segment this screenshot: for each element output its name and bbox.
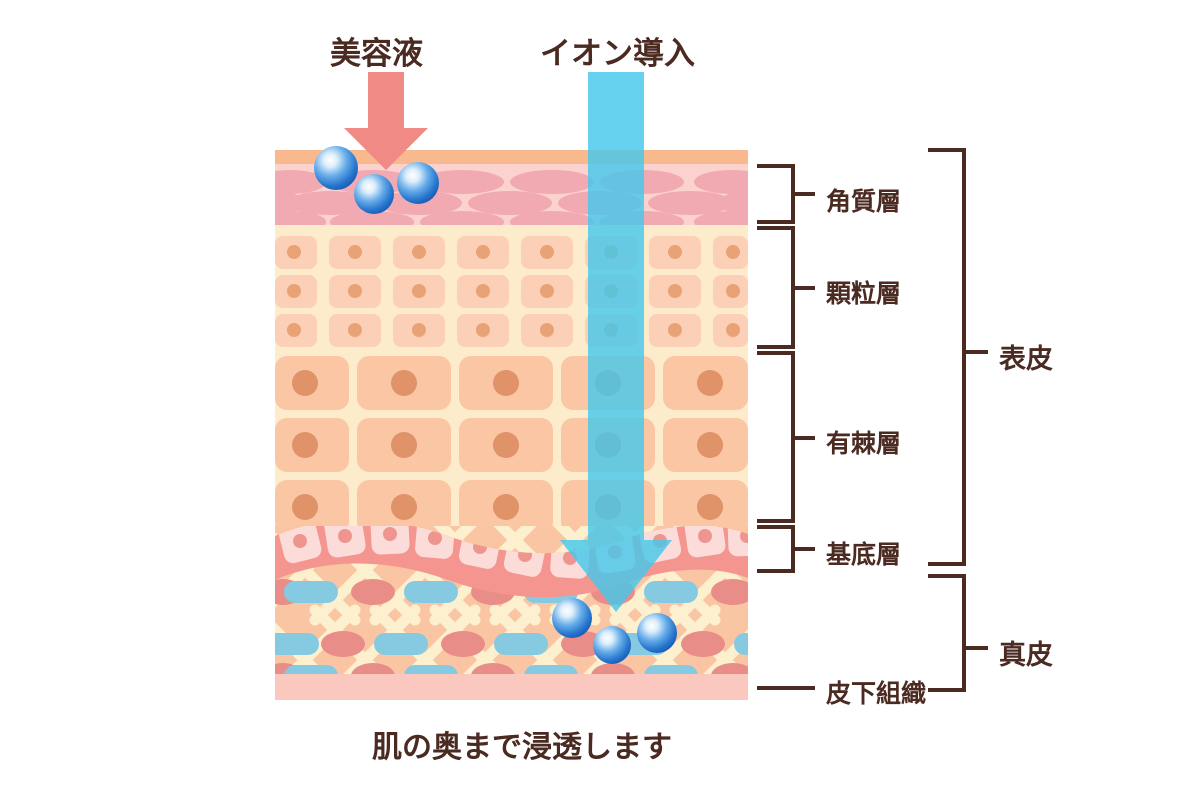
bracket-spinous <box>757 351 815 523</box>
serum-arrow <box>344 72 428 170</box>
group-label-epidermis: 表皮 <box>999 344 1053 375</box>
layer-label-stratum-corneum: 角質層 <box>826 187 902 216</box>
ion-sphere <box>354 174 394 214</box>
group-label-dermis: 真皮 <box>999 640 1053 671</box>
layer-label-granular: 顆粒層 <box>826 279 902 308</box>
ion-sphere <box>593 626 631 664</box>
stratum-corneum-layer <box>275 163 748 225</box>
iontophoresis-arrow <box>560 72 672 612</box>
serum-arrow-label: 美容液 <box>330 36 423 72</box>
ion-sphere <box>552 598 592 638</box>
dermis-cells-row-3 <box>275 663 748 674</box>
iontophoresis-arrow-label: イオン導入 <box>540 36 695 72</box>
layer-label-subcutaneous: 皮下組織 <box>826 679 927 708</box>
bracket-basal <box>757 525 815 573</box>
bracket-epidermis <box>928 148 988 566</box>
bracket-granular <box>757 226 815 349</box>
layer-label-spinous: 有棘層 <box>826 429 902 458</box>
subcutaneous-layer <box>275 674 748 700</box>
bracket-corneum <box>757 164 815 224</box>
diagram-caption: 肌の奥まで浸透します <box>372 730 672 765</box>
ion-sphere <box>314 146 358 190</box>
layer-label-basal: 基底層 <box>826 540 902 569</box>
granular-layer <box>275 225 748 348</box>
bracket-dermis <box>928 574 988 692</box>
ion-sphere <box>397 162 439 204</box>
ion-sphere <box>637 613 677 653</box>
